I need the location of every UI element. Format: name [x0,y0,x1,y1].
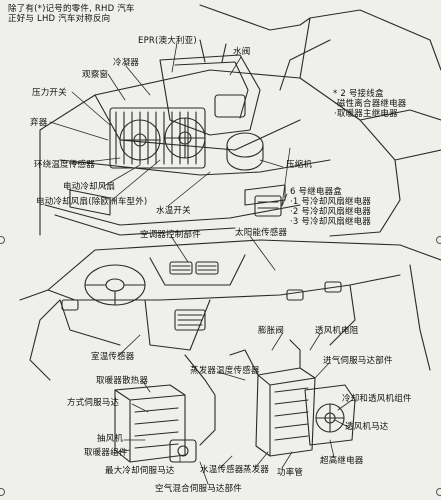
label-observation-window: 观察窗 [82,70,109,80]
label-mode-servo: 方式伺服马达 [67,398,120,408]
label-fan-relay-3: ·3 号冷却风扇继电器 [290,217,372,227]
relay-box [254,195,282,217]
mode-servo-box [169,439,197,463]
label-ambient-sensor: 环绕温度传感器 [34,160,95,170]
label-fan-relay-2: ·2 号冷却风扇继电器 [290,207,372,217]
binder-hole-bottom-right [436,488,441,496]
front-bumper-grille [44,184,301,236]
upper-leader-lines [49,42,291,207]
side-vents [61,281,342,311]
label-water-temp-sensor: 水温传感器 [200,465,244,475]
label-max-cool-servo: 最大冷却伺服马达 [105,466,175,476]
label-inlet-servo: 进气伺服马达部件 [323,356,393,366]
label-ac-control: 空调器控制部件 [140,230,201,240]
label-compressor: 压缩机 [286,160,313,170]
steering-wheel [84,264,146,306]
label-cooling-fan: 电动冷却风扇 [63,182,116,192]
label-fan-relay-1: ·1 号冷却风扇继电器 [290,197,372,207]
binder-hole-left [0,236,5,244]
label-condenser: 冷凝器 [113,58,140,68]
label-relay-block-6: 6 号继电器盒 [290,187,343,197]
ducts [184,339,301,446]
label-cabin-sensor: 室温传感器 [91,352,135,362]
label-blower: 抽风机 [97,434,124,444]
label-air-mix-servo: 空气混合伺服马达部件 [155,484,243,494]
blower-case [304,384,356,446]
compressor-body [226,132,264,171]
label-junction-box-2: * 2 号接线盒 [333,89,384,99]
note-line-1: 除了有(*)记号的零件, RHD 汽车 [8,4,135,14]
label-pressure-switch: 压力开关 [32,88,67,98]
label-cooling-blower: 冷却和透风机组件 [342,394,412,404]
label-evaporator: 蒸发器 [243,465,270,475]
engine-block [159,39,261,136]
label-expansion-valve: 膨胀阀 [258,326,285,336]
label-heater-core: 取暖器散热器 [96,376,149,386]
label-receiver: 弃器 [30,118,48,128]
binder-hole-bottom-left [0,488,5,496]
label-evaporator-sensor: 蒸发器温度传感器 [190,366,260,376]
label-water-valve: 水阀 [233,47,251,57]
evaporator-case [255,367,316,457]
center-vents [169,261,219,331]
label-magnetic-clutch-relay: ·磁性离合器继电器 [334,99,407,109]
label-power-transistor: 功率管 [277,468,304,478]
binder-hole-right [436,236,441,244]
label-blower-motor: 透风机马达 [345,422,389,432]
label-solar-sensor: 太阳能传感器 [235,228,288,238]
label-epr: EPR(澳大利亚) [138,36,197,46]
label-cooling-fan-excl-eu: 电动冷却风扇(除欧洲车型外) [36,197,148,207]
cooling-fans [119,117,206,161]
label-blower-resistor: 透风机电阻 [315,326,359,336]
note-line-2: 正好与 LHD 汽车对称反向 [8,14,111,24]
label-fan-main-relay: ·取暖器主继电器 [334,109,398,119]
label-water-temp-switch: 水温开关 [156,206,191,216]
lower-leader-lines [111,235,353,485]
label-super-high-relay: 超高继电器 [320,456,364,466]
label-heater-unit: 取暖器组件 [84,448,128,458]
